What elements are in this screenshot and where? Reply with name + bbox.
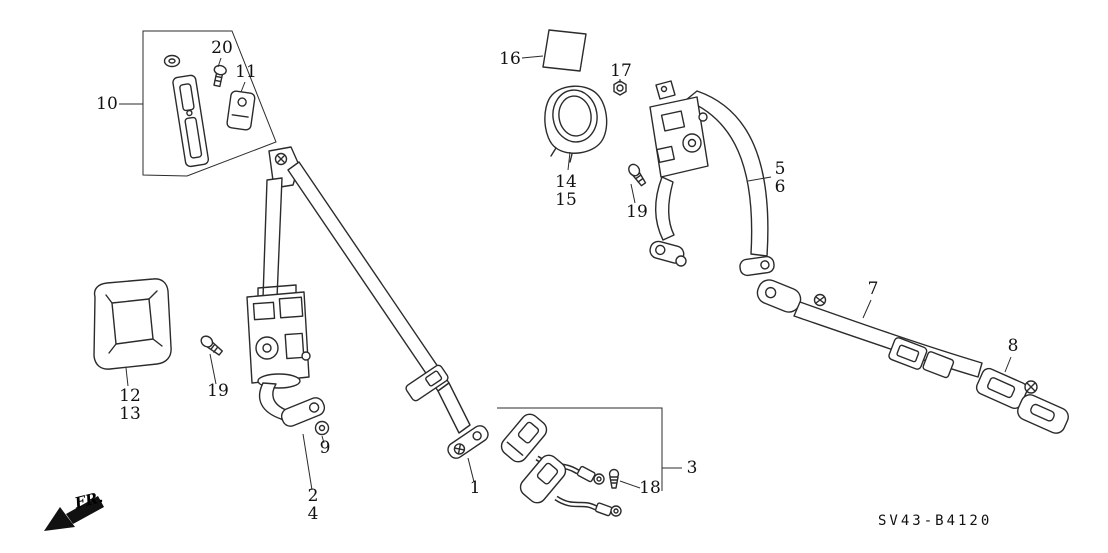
callout-15: 15 <box>555 190 577 210</box>
callout-10: 10 <box>96 94 118 114</box>
anchor-plate-part-2-4 <box>280 397 326 427</box>
callout-11: 11 <box>235 62 257 82</box>
bolt-part-19-middle <box>628 163 647 187</box>
pillar-cover-part-14-15 <box>544 85 608 163</box>
lap-belt-slider <box>922 351 955 379</box>
bolt-part-19-left <box>200 335 223 356</box>
rear-belt-anchor-bottom <box>739 255 775 277</box>
center-buckle-b <box>519 454 567 504</box>
rear-belt-webbing <box>685 90 769 257</box>
lap-belt-adjuster <box>888 337 928 370</box>
callout-2: 2 <box>308 486 319 506</box>
buckle-assembly-8 <box>975 367 1069 434</box>
washer-part <box>163 54 181 68</box>
diagram-code: SV43-B4120 <box>878 513 992 529</box>
callout-3: 3 <box>687 458 698 478</box>
rear-anchor-bolt <box>675 255 687 267</box>
fr-direction-arrow: FR. <box>44 488 105 531</box>
callout-5: 5 <box>775 159 786 179</box>
shoulder-belt-webbing-vertical <box>262 177 283 299</box>
callout-1: 1 <box>470 478 481 498</box>
lap-belt-webbing <box>793 301 983 378</box>
center-buckle-b-end <box>594 502 613 517</box>
lap-belt-anchor-left <box>756 279 802 313</box>
lap-belt-webbing-lower <box>437 382 471 434</box>
callout-16: 16 <box>499 49 521 69</box>
anchor-cover-part-12-13 <box>93 278 172 370</box>
front-retractor-part <box>246 284 311 389</box>
lower-anchor-part-1 <box>447 425 489 459</box>
center-buckle-a <box>500 413 548 463</box>
callout-7: 7 <box>868 279 879 299</box>
grommet-part-9 <box>314 420 330 436</box>
callout-4: 4 <box>308 504 319 524</box>
callout-19-left: 19 <box>207 381 229 401</box>
rear-belt-lower-strip <box>655 176 675 241</box>
upper-anchor-part <box>268 146 300 189</box>
shoulder-belt-webbing-diagonal <box>287 161 450 392</box>
callout-14: 14 <box>555 172 577 192</box>
rear-retractor-part <box>649 96 709 178</box>
callout-6: 6 <box>775 177 786 197</box>
bolt-part-20 <box>213 64 227 88</box>
callout-8: 8 <box>1008 336 1019 356</box>
nut-part-17 <box>613 80 627 96</box>
clip-part-18 <box>608 468 620 489</box>
leader-lines <box>119 55 1012 491</box>
tongue-plate-part <box>405 364 449 402</box>
lap-belt-assembly-7 <box>756 279 983 379</box>
front-seat-belt-assembly <box>246 146 489 459</box>
callout-17: 17 <box>610 61 632 81</box>
callout-19-middle: 19 <box>626 202 648 222</box>
callout-20: 20 <box>211 38 233 58</box>
callout-12: 12 <box>119 386 141 406</box>
rear-seat-belt-assembly-5-6 <box>649 80 775 277</box>
caution-label-part-16 <box>542 29 587 72</box>
height-adjuster-rail-part <box>172 74 210 168</box>
clip-part-11 <box>226 90 256 131</box>
group-3-detail-box <box>497 407 663 517</box>
callout-18: 18 <box>639 478 661 498</box>
callout-9: 9 <box>320 438 331 458</box>
center-buckle-a-end <box>576 465 596 483</box>
callout-13: 13 <box>119 404 141 424</box>
group-10-detail-box <box>142 30 277 177</box>
